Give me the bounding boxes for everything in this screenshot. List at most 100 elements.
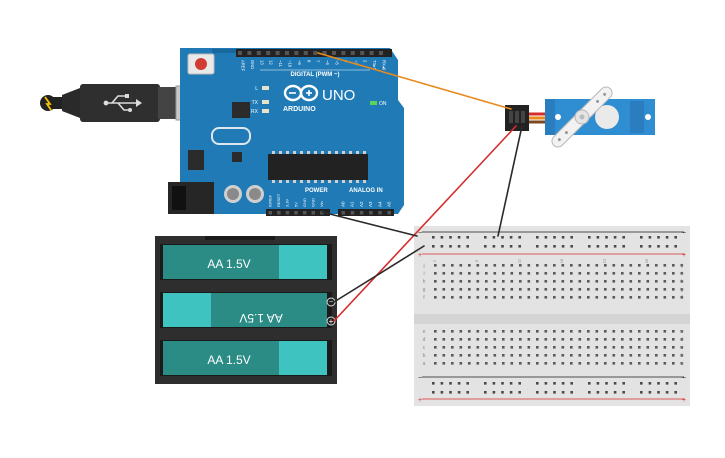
breadboard-column-number: 26 [644,258,649,263]
digital-pin-label: ~11 [278,60,283,67]
power-pin-label: 3.3V [285,198,290,207]
analog-pin-label: A3 [368,201,373,207]
breadboard-rail-symbol: + [418,252,422,259]
breadboard-row-label: e [681,329,684,335]
servo-motor[interactable] [505,84,655,150]
led-tx-label: TX [252,100,259,106]
breadboard-rail-symbol: − [418,230,422,237]
board-model: UNO [322,87,355,104]
analog-pin-label: A2 [359,201,364,207]
battery-pack[interactable]: AA 1.5V AA 1.5V AA 1.5V − + [155,236,337,384]
breadboard-row-label: e [423,329,426,335]
analog-pin-header[interactable] [338,209,394,216]
arduino-infinity-logo-icon [283,84,319,102]
breadboard-column-number: 6 [474,259,479,262]
breadboard-rail-symbol: + [418,397,422,404]
breadboard-column-number: 16 [559,258,564,263]
breadboard-row-label: c [681,345,684,351]
digital-pin-label: RX◂0 [382,60,387,71]
breadboard-rail-symbol: + [682,252,686,259]
analog-pin-label: A1 [350,201,355,207]
usb-symbol-icon [103,94,142,112]
usb-chip [232,102,250,118]
breadboard-row-label: d [681,337,684,343]
breadboard-rail-symbol: + [682,397,686,404]
wires[interactable] [317,52,523,322]
breadboard-row-label: f [423,295,425,301]
battery-ground-wire[interactable] [333,245,425,303]
digital-pin-label: 2 [363,60,368,63]
reset-button[interactable] [187,53,215,75]
breadboard-row-label: b [681,353,684,359]
breadboard-row-label: j [422,263,424,269]
digital-pin-header[interactable] [236,49,392,57]
breadboard-row-label: h [681,279,684,285]
power-pin-label: GND [311,198,316,207]
digital-pin-label: ~3 [353,60,358,65]
digital-pin-label: ~9 [297,60,302,65]
signal-wire[interactable] [317,52,512,110]
battery-minus-symbol: − [329,299,333,306]
digital-pin-label: AREF [241,60,246,72]
led-l-label: L [255,86,258,92]
breadboard-rail-symbol: − [418,375,422,382]
breadboard-row-label: d [423,337,426,343]
analog-pin-label: A4 [377,201,382,207]
digital-pin-label: 8 [306,60,311,63]
servo-horn[interactable] [549,84,615,150]
battery-cell-3: AA 1.5V [163,341,327,375]
battery-plus-symbol: + [329,317,334,326]
digital-pin-label: ~5 [335,60,340,65]
power-led: ON [370,101,387,107]
analog-label: ANALOG IN [349,188,383,194]
power-wire[interactable] [333,125,517,322]
digital-pin-label: ~10 [288,60,293,68]
breadboard-row-label: j [680,263,682,269]
battery-cell-2: AA 1.5V [163,293,327,327]
digital-pin-label: 12 [269,60,274,65]
digital-pin-label: ~6 [325,60,330,65]
voltage-regulator [188,150,204,170]
analog-pin-label: A5 [387,201,392,207]
battery-cell-1: AA 1.5V [163,245,327,279]
power-pin-label: IOREF [268,194,273,207]
power-pin-header[interactable] [266,209,330,216]
capacitors [224,185,264,203]
led-rx-label: RX [251,109,259,115]
atmega-microcontroller [268,151,368,183]
dc-power-jack[interactable] [168,182,214,214]
digital-pin-label: 13 [259,60,264,65]
breadboard-rail-symbol: − [682,230,686,237]
digital-label: DIGITAL (PWM ~) [291,72,340,78]
servo-ground-wire[interactable] [497,125,523,237]
battery-cell-1-label: AA 1.5V [207,257,250,271]
breadboard-row-label: g [423,287,426,293]
analog-pin-label: A0 [341,201,346,207]
board-brand: ARDUINO [283,106,316,113]
breadboard-row-label: i [681,271,682,277]
breadboard-row-label: c [423,345,426,351]
servo-connector[interactable] [505,105,529,131]
power-pin-label: RESET [276,193,281,207]
power-pin-label: Vin [319,201,324,207]
breadboard-column-number: 1 [431,259,436,262]
crystal-oscillator [211,127,251,145]
breadboard-row-label: i [423,271,424,277]
breadboard-column-number: 21 [601,258,606,263]
digital-pin-label: 7 [316,60,321,63]
arduino-ground-wire[interactable] [321,211,418,237]
breadboard-column-number: 11 [516,258,521,263]
battery-cell-2-label: AA 1.5V [239,311,282,325]
breadboard-row-label: g [681,287,684,293]
digital-pin-label: TX▸1 [372,60,377,70]
breadboard-rail-symbol: − [682,375,686,382]
digital-pin-label: GND [250,60,255,69]
breadboard-row-label: h [423,279,426,285]
breadboard-row-label: a [681,361,684,367]
